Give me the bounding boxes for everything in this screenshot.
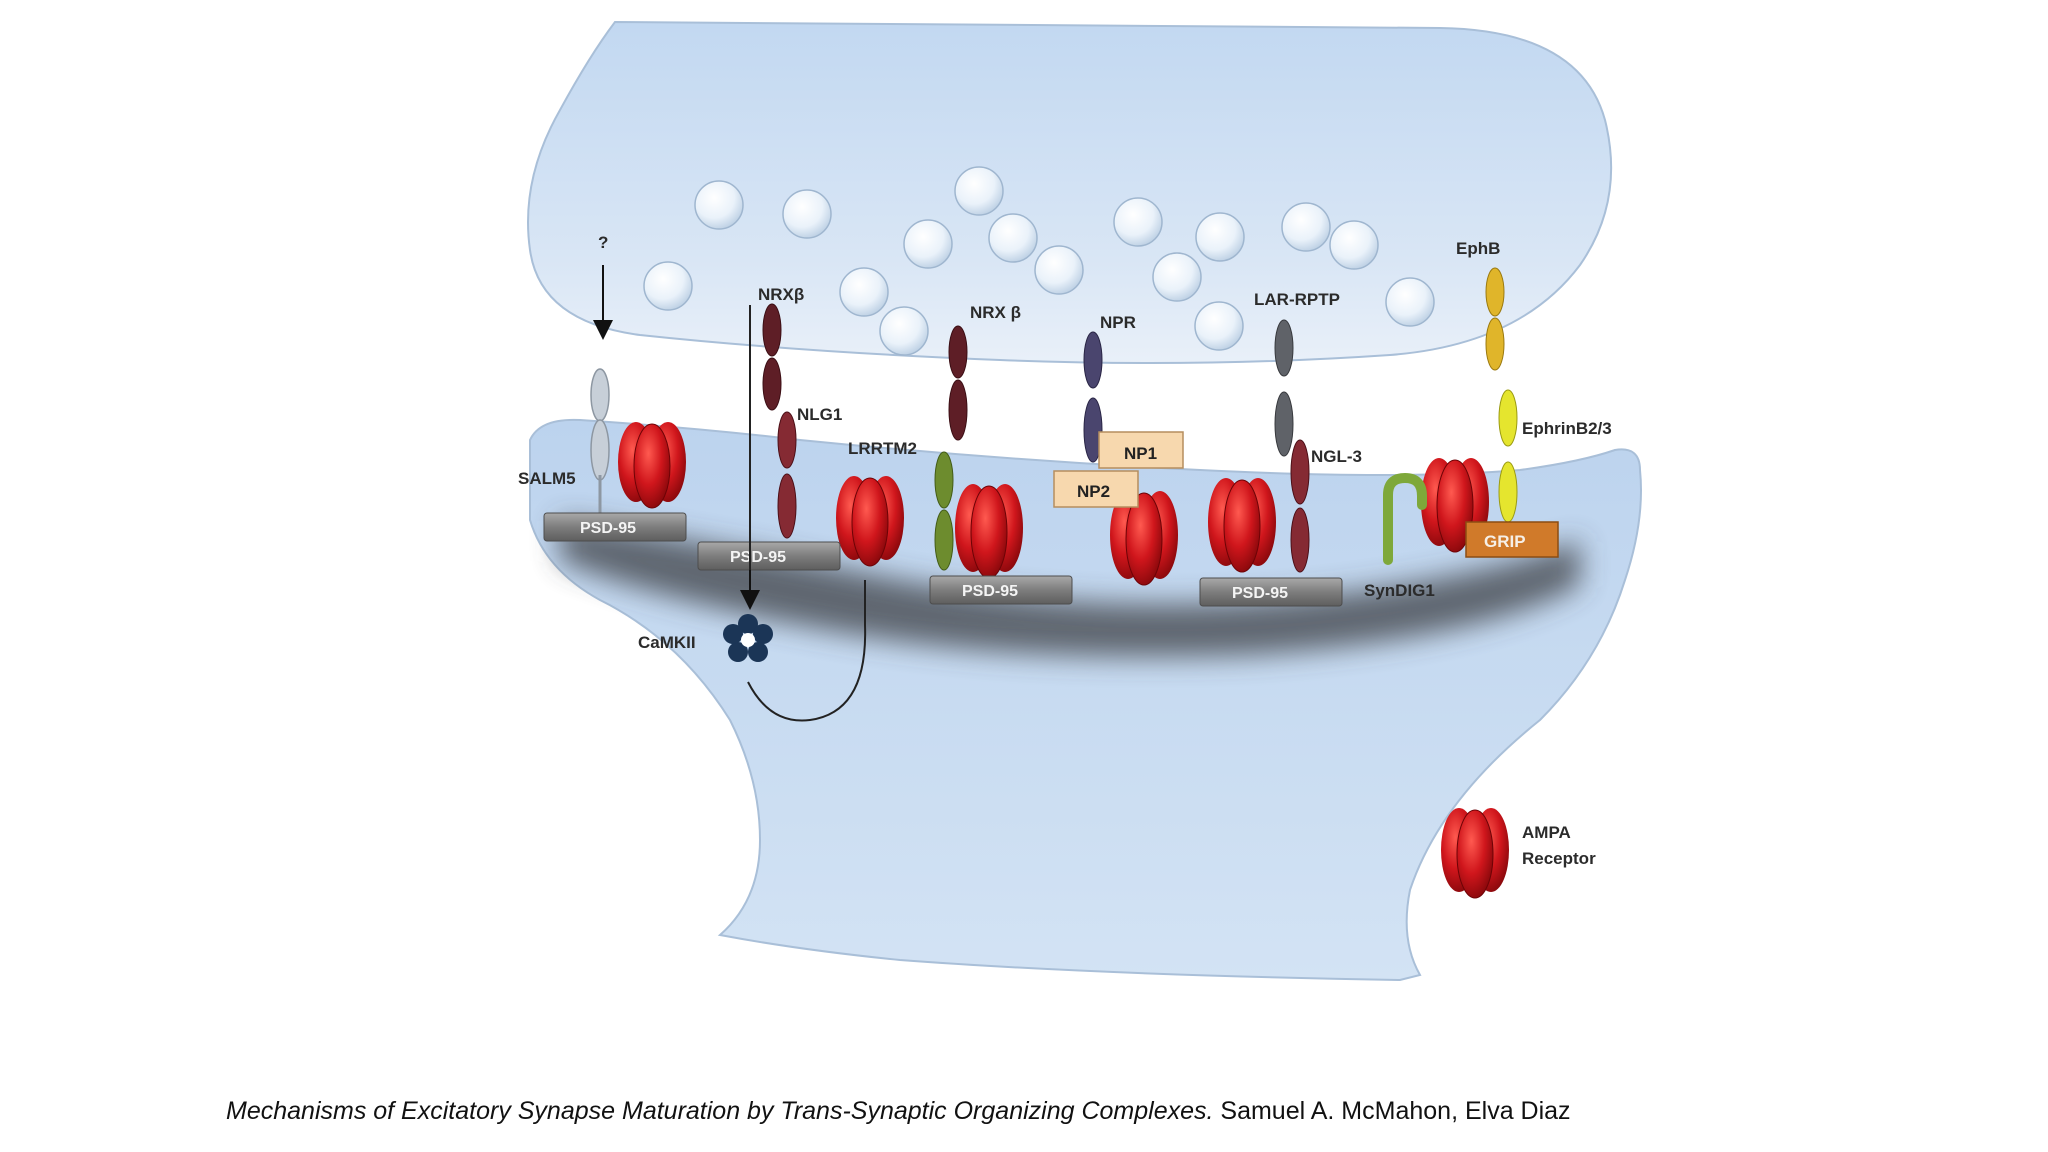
ampa-receptor-1 <box>618 422 686 509</box>
ampa-legend-icon <box>1441 808 1509 899</box>
lar-rptp-protein <box>1274 319 1294 457</box>
vesicle <box>1194 301 1244 351</box>
salm5-label: SALM5 <box>518 469 576 488</box>
vesicle <box>1329 220 1379 270</box>
camkii-feedback-curve <box>747 580 867 722</box>
psd95-bar-4: PSD-95 <box>1199 577 1343 607</box>
ampa-legend-label-1: AMPA <box>1522 823 1571 842</box>
ngl3-protein <box>1290 439 1310 573</box>
presynaptic-terminal <box>527 20 1613 365</box>
vesicle <box>1195 212 1245 262</box>
psd95-label: PSD-95 <box>580 520 636 537</box>
postsynaptic-density-shadow <box>560 520 1580 657</box>
camkii-icon <box>723 614 773 662</box>
vesicle <box>1281 202 1331 252</box>
unknown-ligand-label: ? <box>598 233 608 252</box>
ampa-receptor-2 <box>836 476 904 567</box>
figure-caption: Mechanisms of Excitatory Synapse Maturat… <box>226 1097 1571 1126</box>
vesicle <box>1152 252 1202 302</box>
np1-box: NP1 <box>1098 431 1184 469</box>
vesicle <box>643 261 693 311</box>
np2-box: NP2 <box>1053 470 1139 508</box>
ampa-legend-label-2: Receptor <box>1522 849 1596 868</box>
nrxb-protein-2 <box>948 325 968 441</box>
npr-label: NPR <box>1100 313 1136 332</box>
ephrinb23-protein <box>1498 389 1518 523</box>
ephb-protein <box>1485 267 1505 371</box>
nrxb-protein-1 <box>762 303 782 411</box>
lrrtm2-protein <box>934 451 954 571</box>
vesicle <box>839 267 889 317</box>
syndig1-label: SynDIG1 <box>1364 581 1435 600</box>
psd95-label: PSD-95 <box>1232 585 1288 602</box>
psd95-bar-3: PSD-95 <box>929 575 1073 605</box>
syndig1-protein <box>1383 472 1427 565</box>
camkii-label: CaMKII <box>638 633 696 652</box>
vesicle <box>903 219 953 269</box>
ampa-receptor-4 <box>1110 491 1178 586</box>
vesicle <box>954 166 1004 216</box>
nlg1-protein <box>777 411 797 539</box>
nrxb-label-2: NRX β <box>970 303 1021 322</box>
np1-label: NP1 <box>1124 444 1157 463</box>
lar-rptp-label: LAR-RPTP <box>1254 290 1340 309</box>
vesicle <box>988 213 1038 263</box>
nrxb-label-1: NRXβ <box>758 285 804 304</box>
vesicle <box>879 306 929 356</box>
vesicle <box>1385 277 1435 327</box>
caption-title: Mechanisms of Excitatory Synapse Maturat… <box>226 1097 1214 1125</box>
nlg1-label: NLG1 <box>797 405 842 424</box>
psd95-bar-2: PSD-95 <box>697 541 841 571</box>
vesicle <box>782 189 832 239</box>
caption-authors: Samuel A. McMahon, Elva Diaz <box>1220 1097 1571 1125</box>
npr-protein <box>1083 331 1103 463</box>
psd95-label: PSD-95 <box>730 549 786 566</box>
synaptic-vesicles <box>643 166 1435 356</box>
psd95-label: PSD-95 <box>962 583 1018 600</box>
ephb-label: EphB <box>1456 239 1500 258</box>
ampa-receptor-5 <box>1208 478 1276 573</box>
np2-label: NP2 <box>1077 482 1110 501</box>
ephrinb23-label: EphrinB2/3 <box>1522 419 1612 438</box>
psd95-bar-1: PSD-95 <box>543 512 687 542</box>
grip-box: GRIP <box>1465 521 1559 558</box>
ngl3-label: NGL-3 <box>1311 447 1362 466</box>
grip-label: GRIP <box>1484 532 1526 551</box>
ampa-receptor-3 <box>955 484 1023 579</box>
lrrtm2-label: LRRTM2 <box>848 439 917 458</box>
vesicle <box>1034 245 1084 295</box>
vesicle <box>1113 197 1163 247</box>
vesicle <box>694 180 744 230</box>
